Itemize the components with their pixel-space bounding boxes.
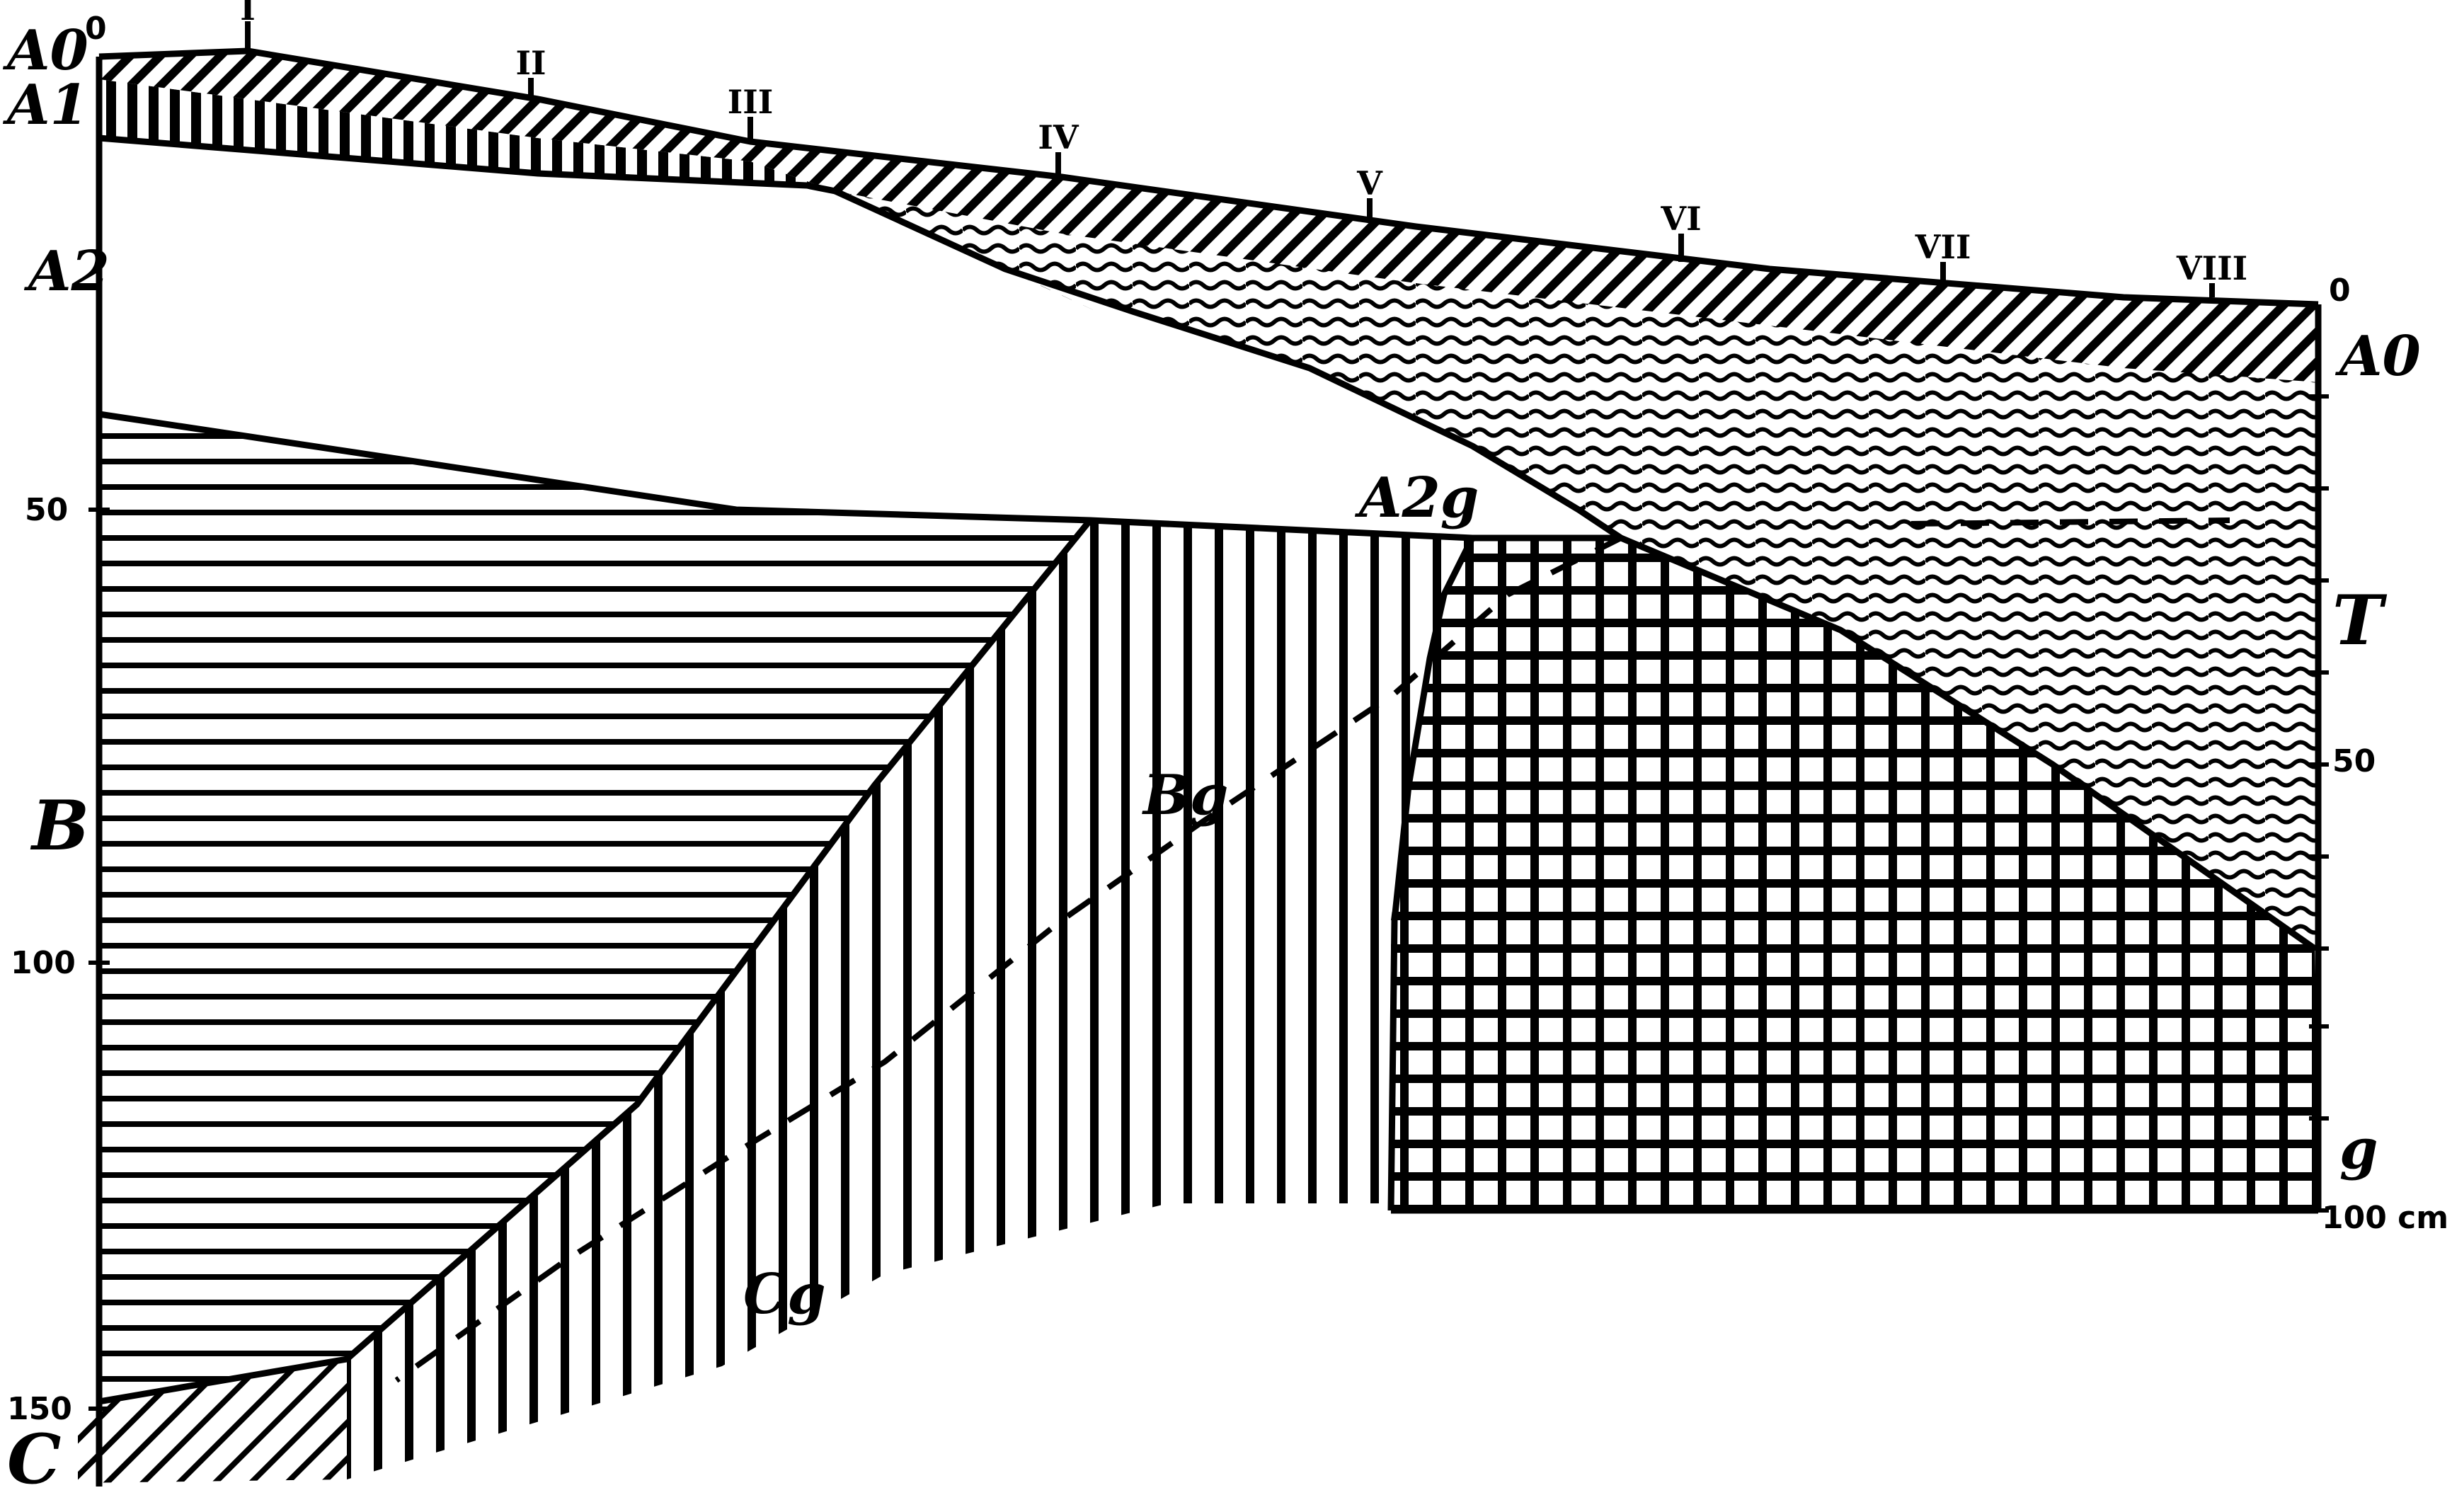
profile-point-3: III — [728, 83, 774, 121]
label-b: B — [30, 786, 89, 866]
horizon-b-area — [99, 414, 1090, 1402]
label-a2g: A2g — [1354, 466, 1479, 530]
horizon-t-area — [835, 191, 2318, 949]
water-table-dashes — [394, 517, 2230, 1383]
label-bg: Bg — [1142, 763, 1228, 827]
left-scale-0: 0 — [85, 11, 107, 47]
profile-point-6: VI — [1660, 200, 1701, 238]
label-a0-left: A0 — [2, 18, 88, 83]
right-scale-0: 0 — [2329, 273, 2351, 309]
profile-point-4: IV — [1038, 118, 1079, 156]
profile-point-7: VII — [1915, 228, 1971, 266]
profile-point-markers — [245, 21, 2215, 297]
label-a0-right: A0 — [2334, 324, 2421, 389]
label-a2: A2 — [23, 239, 110, 304]
left-depth-scale — [88, 508, 110, 1411]
profile-point-8: VIII — [2176, 249, 2247, 287]
left-scale-150: 150 — [7, 1391, 72, 1427]
horizon-a1-area — [99, 79, 1104, 315]
right-scale-50: 50 — [2332, 743, 2376, 779]
profile-point-2: II — [515, 44, 546, 82]
left-scale-50: 50 — [25, 492, 68, 528]
label-g: g — [2339, 1117, 2378, 1181]
left-scale-100: 100 — [11, 945, 76, 981]
profile-point-5: V — [1356, 164, 1383, 202]
label-c: C — [7, 1419, 61, 1499]
profile-point-1: I — [240, 0, 256, 28]
horizon-g-area — [1391, 538, 2318, 1210]
label-t: T — [2332, 580, 2388, 660]
horizon-a0-area — [99, 51, 2318, 382]
horizon-boundaries — [96, 47, 2322, 1487]
label-cg: Cg — [743, 1262, 826, 1327]
horizon-bg-area — [347, 520, 1472, 1479]
right-depth-scale — [2309, 394, 2329, 1213]
label-a1: A1 — [2, 73, 88, 137]
horizon-c-area — [78, 1359, 347, 1483]
right-scale-100: 100 cm — [2322, 1200, 2448, 1236]
